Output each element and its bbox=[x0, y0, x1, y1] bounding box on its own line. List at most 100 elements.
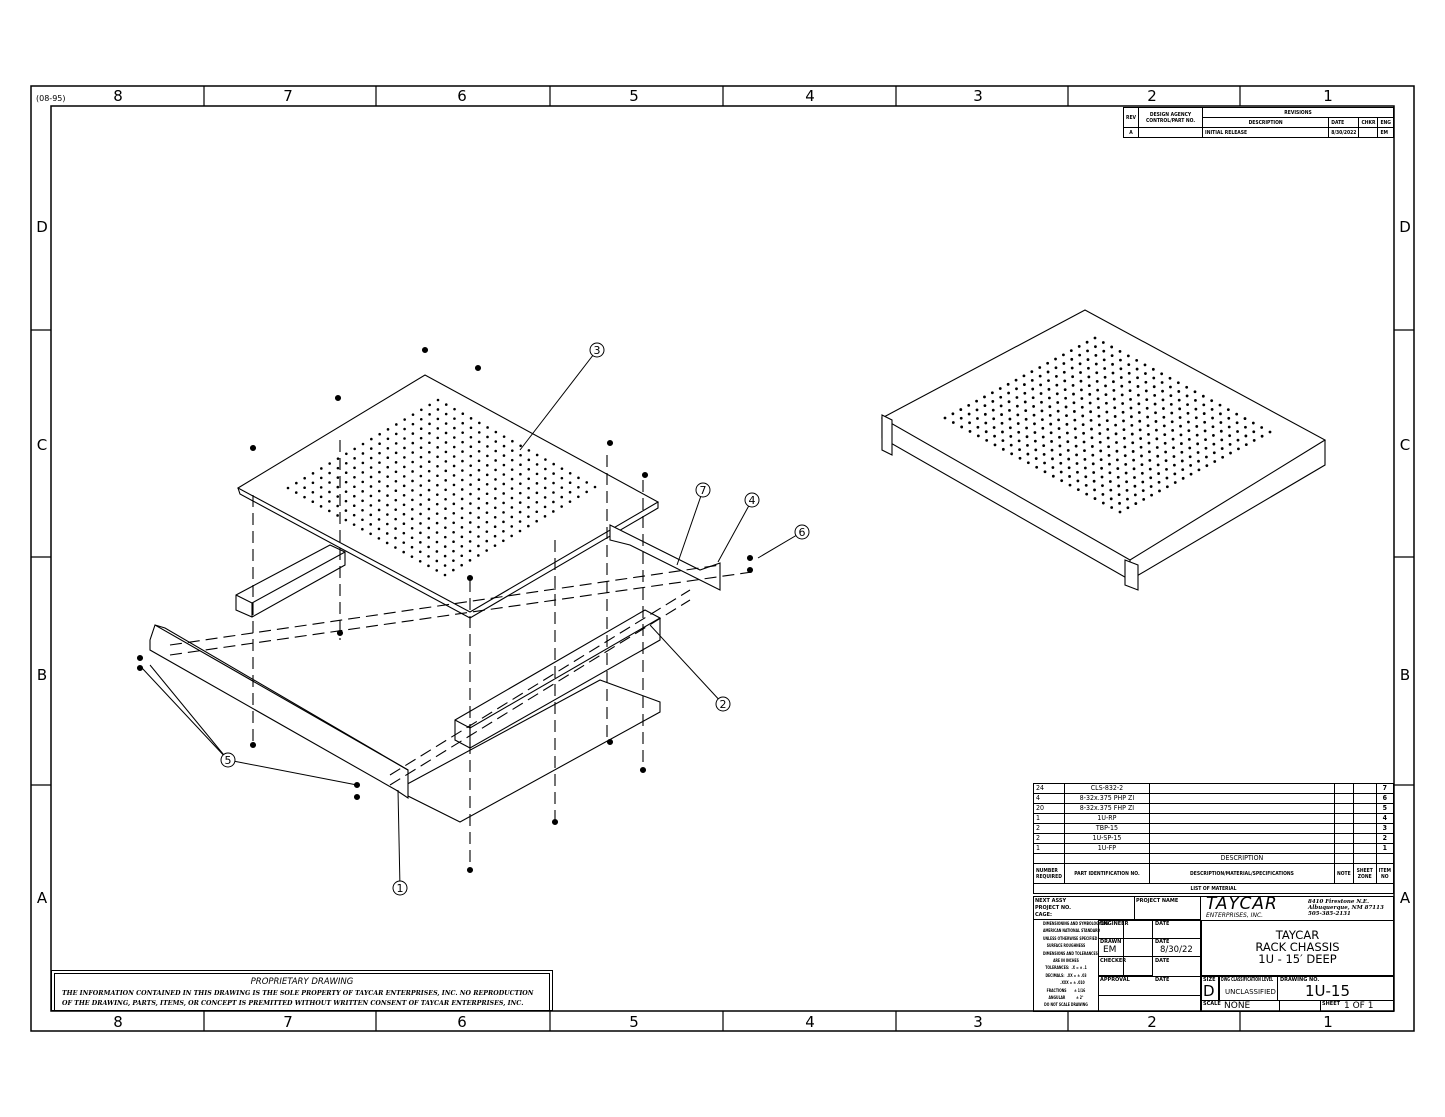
perforation-hole bbox=[1076, 479, 1080, 483]
rear-panel bbox=[609, 524, 721, 591]
perforation-hole bbox=[344, 471, 348, 475]
perforation-hole bbox=[402, 475, 406, 478]
perforation-hole bbox=[1187, 429, 1191, 433]
bom-qty: 4 bbox=[1033, 793, 1065, 804]
balloon-number: 7 bbox=[700, 484, 707, 497]
dwg-no-label: DRAWING NO. bbox=[1280, 977, 1320, 983]
perforation-hole bbox=[378, 432, 381, 436]
perforation-hole bbox=[494, 478, 497, 481]
bom-item: 5 bbox=[1375, 803, 1395, 814]
item-balloon bbox=[695, 482, 711, 498]
perforation-hole bbox=[1025, 426, 1028, 430]
perforation-hole bbox=[494, 459, 497, 462]
perforation-hole bbox=[469, 502, 472, 505]
perforation-hole bbox=[985, 438, 989, 442]
perforation-hole bbox=[1107, 454, 1111, 457]
perforation-hole bbox=[998, 387, 1002, 390]
perforation-hole bbox=[1185, 385, 1189, 389]
perforation-hole bbox=[1063, 379, 1067, 383]
perforation-hole bbox=[1169, 385, 1172, 389]
perforation-hole bbox=[1022, 374, 1026, 378]
perforation-hole bbox=[428, 431, 431, 435]
desc-header: DESCRIPTION/MATERIAL/SPECIFICATIONS bbox=[1148, 863, 1335, 884]
perforation-hole bbox=[1115, 441, 1118, 444]
perforation-hole bbox=[1227, 425, 1231, 429]
scale-label: SCALE bbox=[1203, 1001, 1221, 1007]
perforation-hole bbox=[411, 489, 414, 492]
eng-header: ENG bbox=[1377, 117, 1394, 128]
perforation-hole bbox=[1016, 422, 1020, 425]
perforation-hole bbox=[992, 417, 996, 421]
item-header: ITEM NO bbox=[1375, 863, 1395, 884]
rev-eng: EM bbox=[1377, 127, 1394, 138]
perforation-hole bbox=[353, 475, 356, 479]
perforation-hole bbox=[1141, 489, 1145, 493]
perforation-hole bbox=[1129, 406, 1133, 410]
drawing-title-line: TAYCAR bbox=[1275, 928, 1320, 942]
perforation-hole bbox=[1142, 497, 1146, 501]
perforation-hole bbox=[303, 495, 306, 499]
perforation-hole bbox=[1186, 411, 1190, 415]
screw bbox=[334, 394, 342, 402]
perforation-hole bbox=[344, 509, 348, 512]
perforation-hole bbox=[1211, 425, 1215, 429]
perforation-hole bbox=[443, 554, 447, 558]
perforation-hole bbox=[1132, 467, 1136, 471]
perforation-hole bbox=[427, 469, 431, 473]
perforation-hole bbox=[1170, 420, 1174, 424]
perforation-hole bbox=[1106, 427, 1110, 431]
bom-qty: 2 bbox=[1033, 833, 1065, 844]
perforation-hole bbox=[1237, 447, 1240, 451]
zone-row-label: C bbox=[1400, 436, 1410, 454]
perforation-hole bbox=[485, 473, 489, 477]
perforation-hole bbox=[493, 544, 497, 547]
perforation-hole bbox=[485, 539, 489, 543]
drawing-title-line: RACK CHASSIS bbox=[1255, 940, 1340, 954]
screw bbox=[474, 364, 482, 372]
perforation-hole bbox=[1109, 488, 1113, 492]
perforation-hole bbox=[1040, 400, 1043, 404]
zone-row-label: B bbox=[37, 666, 47, 684]
perforation-hole bbox=[1065, 422, 1069, 426]
perforation-hole bbox=[1111, 362, 1114, 366]
proprietary-line-1: THE INFORMATION CONTAINED IN THIS DRAWIN… bbox=[62, 990, 534, 997]
perforation-hole bbox=[519, 444, 522, 448]
perforation-hole bbox=[960, 425, 964, 429]
perforation-hole bbox=[1026, 461, 1030, 465]
perforation-hole bbox=[394, 442, 398, 445]
perforation-hole bbox=[1088, 392, 1092, 396]
proprietary-title: PROPRIETARY DRAWING bbox=[250, 977, 354, 987]
perforation-hole bbox=[1127, 363, 1131, 366]
perforation-hole bbox=[394, 536, 397, 540]
perforation-hole bbox=[1141, 480, 1145, 484]
perforation-hole bbox=[1040, 409, 1044, 413]
perforation-hole bbox=[386, 446, 390, 450]
perforation-hole bbox=[1195, 433, 1199, 437]
perforation-hole bbox=[1091, 462, 1095, 466]
perforation-hole bbox=[1171, 429, 1175, 432]
bom-qty: 1 bbox=[1033, 813, 1065, 824]
perforation-hole bbox=[477, 506, 480, 510]
perforation-hole bbox=[1102, 349, 1106, 353]
perforation-hole bbox=[1228, 434, 1232, 438]
perforation-hole bbox=[999, 404, 1003, 408]
perforation-hole bbox=[1219, 412, 1222, 416]
perforation-hole bbox=[336, 495, 340, 498]
perforation-hole bbox=[1137, 402, 1141, 406]
perforation-hole bbox=[568, 500, 572, 503]
rev-header: REV bbox=[1122, 107, 1140, 128]
perforation-hole bbox=[1067, 466, 1071, 470]
perforation-hole bbox=[1115, 458, 1119, 462]
perforation-hole bbox=[411, 460, 414, 464]
perforation-hole bbox=[452, 483, 456, 487]
tolerance-note: UNLESS OTHERWISE SPECIFIED bbox=[1042, 936, 1098, 942]
perforation-hole bbox=[1150, 493, 1153, 497]
perforation-hole bbox=[1039, 392, 1043, 395]
perforation-hole bbox=[428, 413, 431, 416]
zone-column-label: 2 bbox=[1147, 87, 1157, 105]
perforation-hole bbox=[369, 523, 373, 526]
perforation-hole bbox=[1148, 467, 1152, 471]
perforation-hole bbox=[378, 480, 381, 483]
perforation-hole bbox=[552, 510, 555, 513]
